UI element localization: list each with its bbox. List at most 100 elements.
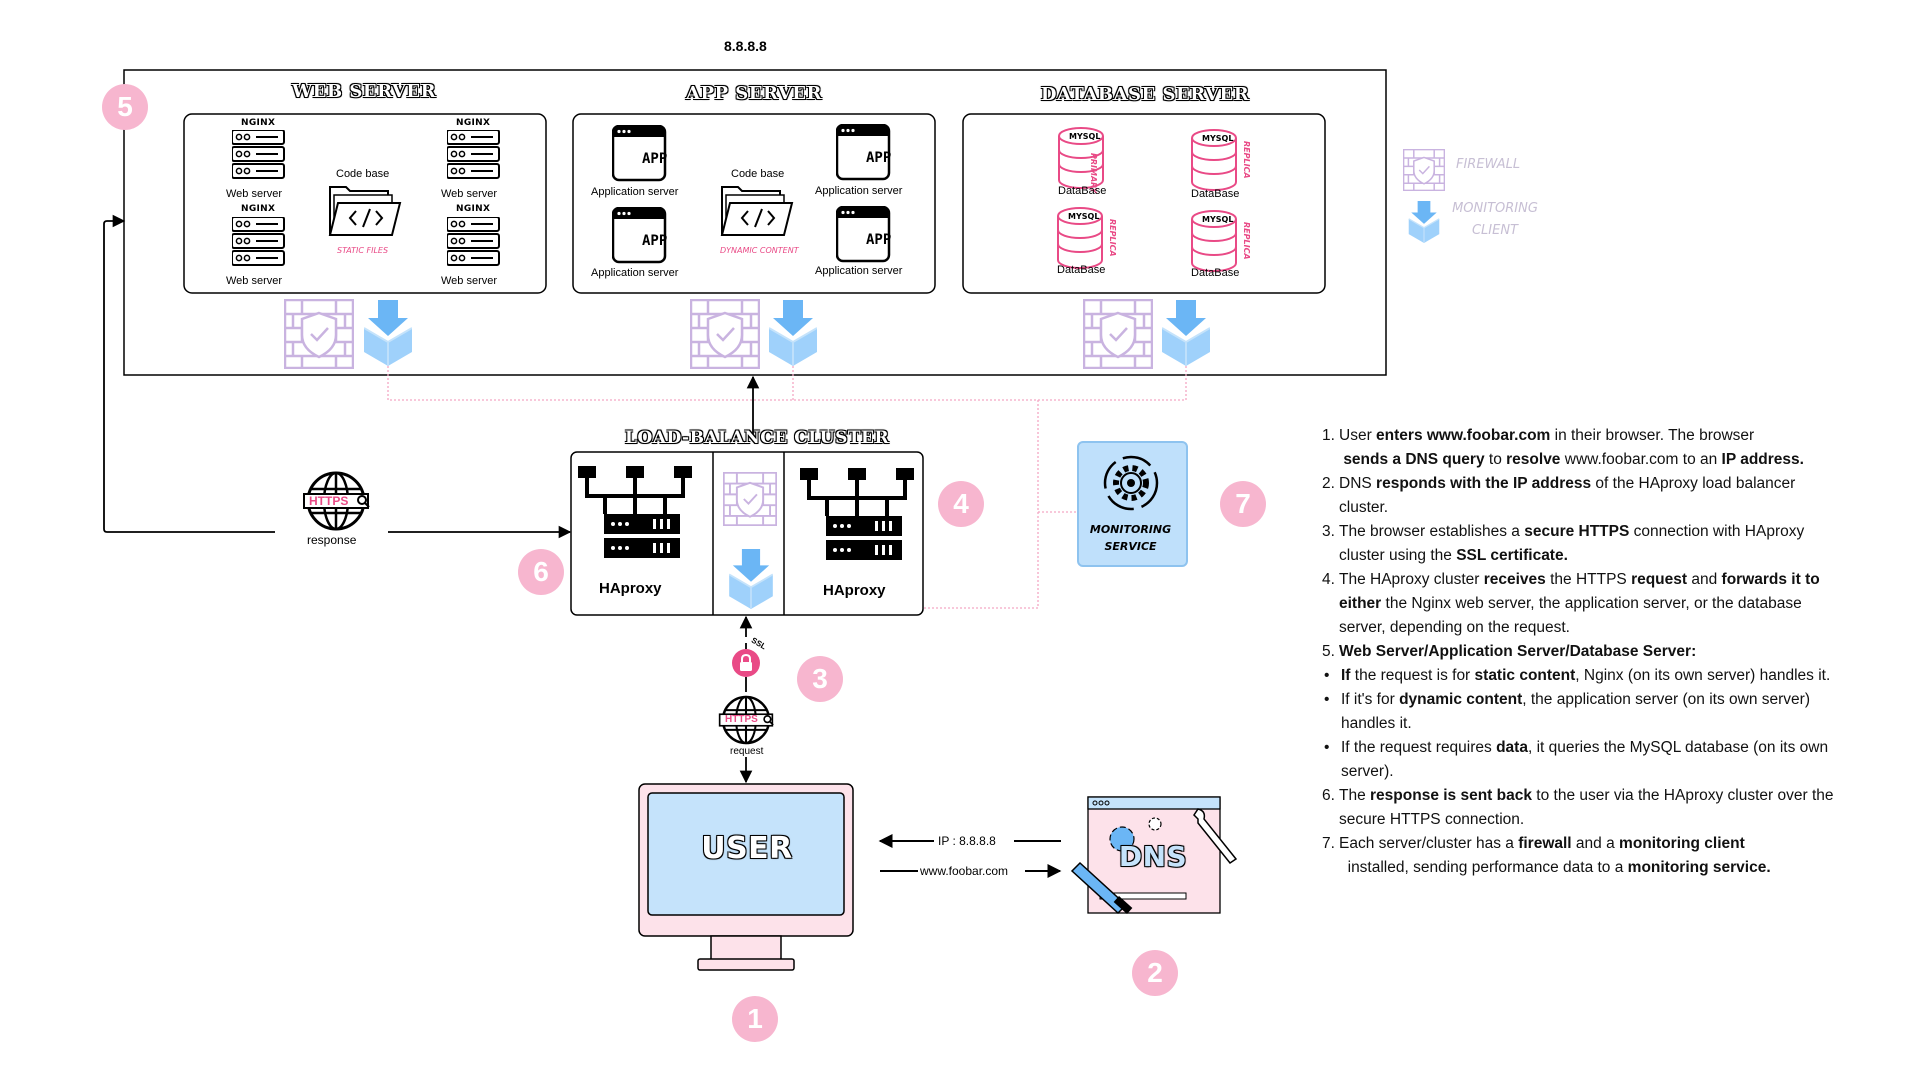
steps-list: 1. User enters www.foobar.com in their b… <box>1322 424 1845 880</box>
step-1: 1. User enters www.foobar.com in their b… <box>1322 424 1845 472</box>
database-label: DataBase <box>1191 267 1240 279</box>
step-text: DNS responds with the IP address of the … <box>1339 475 1796 516</box>
firewall-icon <box>1083 299 1153 369</box>
monitoring-client-icon <box>364 300 412 366</box>
web-server-label: Web server <box>441 188 498 200</box>
response-label: response <box>307 533 357 547</box>
monitoring-service-box <box>1077 441 1188 567</box>
app-icon-text: APP <box>866 150 892 166</box>
app-icon-text: APP <box>642 233 668 249</box>
dns-ip-label: IP : 8.8.8.8 <box>938 834 996 848</box>
monitoring-client-icon <box>769 300 817 366</box>
monitoring-client-icon <box>1162 300 1210 366</box>
step-text: The response is sent back to the user vi… <box>1339 787 1834 828</box>
server-icon <box>232 130 285 179</box>
step-number: 6. <box>1322 787 1335 804</box>
gear-icon <box>1103 455 1159 511</box>
mysql-label: MYSQL <box>1069 132 1101 141</box>
legend-firewall-icon <box>1403 149 1445 191</box>
step-4: 4. The HAproxy cluster receives the HTTP… <box>1322 568 1845 640</box>
step-number: 5. <box>1322 643 1335 660</box>
dns-label: DNS <box>1118 840 1188 873</box>
nginx-label: NGINX <box>241 204 276 214</box>
haproxy-icon <box>800 468 916 562</box>
lb-cluster-title: LOAD-BALANCE CLUSTER <box>625 428 890 448</box>
app-server-label: Application server <box>591 186 679 198</box>
db-server-title: DATABASE SERVER <box>1040 84 1250 105</box>
server-icon <box>447 217 500 266</box>
app-icon-text: APP <box>642 151 668 167</box>
step-text: Each server/cluster has a firewall and a… <box>1339 835 1771 876</box>
nginx-label: NGINX <box>241 118 276 128</box>
code-folder-icon <box>329 186 401 236</box>
step-5: 5. Web Server/Application Server/Databas… <box>1322 640 1845 664</box>
code-folder-icon <box>721 186 793 236</box>
step-badge-6: 6 <box>518 549 564 595</box>
step-text: The browser establishes a secure HTTPS c… <box>1339 523 1805 564</box>
database-label: DataBase <box>1058 185 1107 197</box>
step-number: 3. <box>1322 523 1335 540</box>
database-label: DataBase <box>1057 264 1106 276</box>
codebase-label: Code base <box>336 168 390 180</box>
bullet: • <box>1324 739 1330 756</box>
step-2: 2. DNS responds with the IP address of t… <box>1322 472 1845 520</box>
bullet: • <box>1324 691 1330 708</box>
firewall-icon <box>723 472 777 526</box>
database-label: DataBase <box>1191 188 1240 200</box>
step-5a: • If the request is for static content, … <box>1322 664 1845 688</box>
user-computer-icon <box>638 783 854 971</box>
legend-monitoring-label: MONITORING <box>1452 201 1538 216</box>
replica-label: REPLICA <box>1242 141 1251 179</box>
step-5b: • If it's for dynamic content, the appli… <box>1322 688 1845 736</box>
request-label: request <box>730 746 764 757</box>
bullet: • <box>1324 667 1330 684</box>
replica-label: REPLICA <box>1108 219 1117 257</box>
dynamic-content-label: DYNAMIC CONTENT <box>720 246 799 255</box>
dns-domain-label: www.foobar.com <box>920 864 1009 878</box>
monitoring-service-line2: SERVICE <box>1104 540 1157 553</box>
step-text: The HAproxy cluster receives the HTTPS r… <box>1339 571 1820 636</box>
user-label: USER <box>701 831 793 866</box>
https-request-text: HTTPS <box>725 714 758 725</box>
step-text: If the request is for static content, Ng… <box>1341 667 1831 684</box>
step-text: If it's for dynamic content, the applica… <box>1341 691 1810 732</box>
haproxy-label: HAproxy <box>823 582 886 599</box>
monitoring-client-icon <box>729 549 773 609</box>
monitoring-service-line1: MONITORING <box>1089 523 1172 536</box>
app-server-title: APP SERVER <box>686 83 822 104</box>
top-ip: 8.8.8.8 <box>724 38 767 54</box>
web-server-label: Web server <box>441 275 498 287</box>
step-text: Web Server/Application Server/Database S… <box>1339 643 1697 660</box>
https-response-text: HTTPS <box>309 494 349 508</box>
step-text: If the request requires data, it queries… <box>1341 739 1829 780</box>
haproxy-icon <box>578 466 694 560</box>
step-3: 3. The browser establishes a secure HTTP… <box>1322 520 1845 568</box>
web-server-box <box>183 113 547 294</box>
step-badge-3: 3 <box>797 656 843 702</box>
step-text: User enters www.foobar.com in their brow… <box>1339 427 1804 468</box>
monitoring-wires <box>387 366 1187 609</box>
step-5c: • If the request requires data, it queri… <box>1322 736 1845 784</box>
step-badge-2: 2 <box>1132 950 1178 996</box>
web-server-title: WEB SERVER <box>291 81 437 102</box>
step-badge-7: 7 <box>1220 481 1266 527</box>
legend-client-label: CLIENT <box>1471 223 1519 238</box>
firewall-icon <box>284 299 354 369</box>
step-number: 7. <box>1322 835 1335 852</box>
server-icon <box>447 130 500 179</box>
mysql-label: MYSQL <box>1202 134 1234 143</box>
dns-window-icon <box>1070 796 1238 915</box>
step-number: 1. <box>1322 427 1335 444</box>
app-server-label: Application server <box>591 267 679 279</box>
app-server-box <box>572 113 936 294</box>
static-files-label: STATIC FILES <box>337 246 389 255</box>
step-number: 4. <box>1322 571 1335 588</box>
app-server-label: Application server <box>815 265 903 277</box>
step-number: 2. <box>1322 475 1335 492</box>
step-7: 7. Each server/cluster has a firewall an… <box>1322 832 1845 880</box>
step-6: 6. The response is sent back to the user… <box>1322 784 1845 832</box>
response-path <box>103 214 275 533</box>
step-badge-4: 4 <box>938 481 984 527</box>
web-server-label: Web server <box>226 275 283 287</box>
